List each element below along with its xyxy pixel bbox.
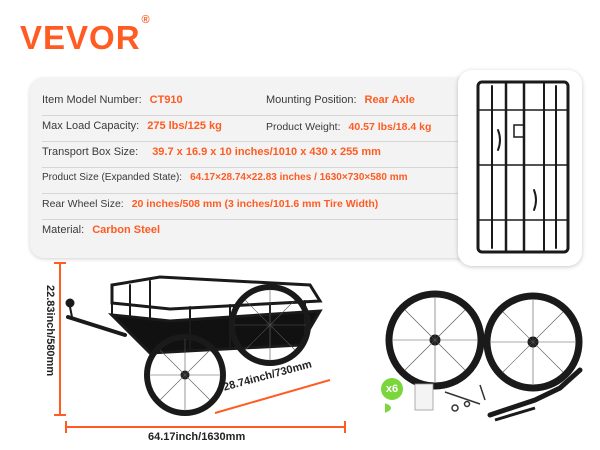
spec-row-box: Transport Box Size: 39.7 x 16.9 x 10 inch… [42, 146, 381, 158]
length-dimension-label: 64.17inch/1630mm [148, 431, 246, 443]
hardware-parts [444, 384, 486, 412]
spec-label: Mounting Position: [266, 94, 357, 106]
registered-mark: ® [141, 14, 151, 26]
spec-value: 20 inches/508 mm (3 inches/101.6 mm Tire… [131, 198, 379, 210]
spec-label: Product Weight: [266, 121, 341, 133]
spec-value: CT910 [149, 94, 183, 106]
spec-value: 64.17×28.74×22.83 inches / 1630×730×580 … [190, 172, 408, 183]
width-dimension-line [214, 379, 331, 414]
brand-logo: VEVOR® [20, 14, 150, 58]
safety-flag-roll [385, 403, 391, 413]
brand-name: VEVOR [20, 19, 141, 56]
length-dimension-line [65, 421, 346, 433]
spec-label: Material: [42, 224, 85, 236]
spec-row-wheel: Rear Wheel Size: 20 inches/508 mm (3 inch… [42, 198, 378, 210]
accessory-count-badge: x6 [381, 378, 403, 400]
spec-label: Transport Box Size: [42, 146, 139, 158]
parts-illustration [385, 290, 583, 422]
spare-wheel-left [385, 290, 485, 390]
spec-value: 275 lbs/125 kg [147, 120, 222, 132]
spec-value: Rear Axle [364, 94, 415, 106]
spec-divider [42, 167, 462, 168]
spec-value: Carbon Steel [92, 224, 161, 236]
hitch-connector [494, 406, 536, 422]
spec-row-mounting: Mounting Position: Rear Axle [266, 94, 415, 106]
spec-row-expanded: Product Size (Expanded State): 64.17×28.7… [42, 172, 407, 183]
spec-value: 40.57 lbs/18.4 kg [348, 121, 432, 133]
spec-row-load: Max Load Capacity: 275 lbs/125 kg [42, 120, 222, 132]
tow-bar-part [487, 367, 583, 418]
spec-value: 39.7 x 16.9 x 10 inches/1010 x 430 x 255… [152, 146, 381, 158]
spec-label: Product Size (Expanded State): [42, 172, 183, 183]
spec-row-weight: Product Weight: 40.57 lbs/18.4 kg [266, 121, 431, 133]
height-dimension-line [54, 262, 66, 416]
trailer-dimension-diagram [54, 262, 346, 433]
manual-booklet [414, 383, 434, 411]
spec-row-model: Item Model Number: CT910 [42, 94, 183, 106]
folded-trailer-image [476, 80, 570, 254]
wheel-spokes [149, 289, 306, 411]
spec-divider [42, 219, 462, 220]
spec-divider [42, 141, 462, 142]
height-dimension-label: 22.83inch/580mm [44, 285, 56, 377]
spec-table: Item Model Number: CT910 Mounting Positio… [42, 78, 472, 258]
spec-divider [42, 115, 462, 116]
trailer-illustration [65, 275, 323, 416]
spec-divider [42, 193, 462, 194]
spec-label: Item Model Number: [42, 94, 142, 106]
spare-wheel-right [483, 292, 583, 392]
spec-label: Max Load Capacity: [42, 120, 140, 132]
spec-row-material: Material: Carbon Steel [42, 224, 160, 236]
spec-label: Rear Wheel Size: [42, 198, 124, 210]
folded-trailer-panel [458, 70, 582, 266]
